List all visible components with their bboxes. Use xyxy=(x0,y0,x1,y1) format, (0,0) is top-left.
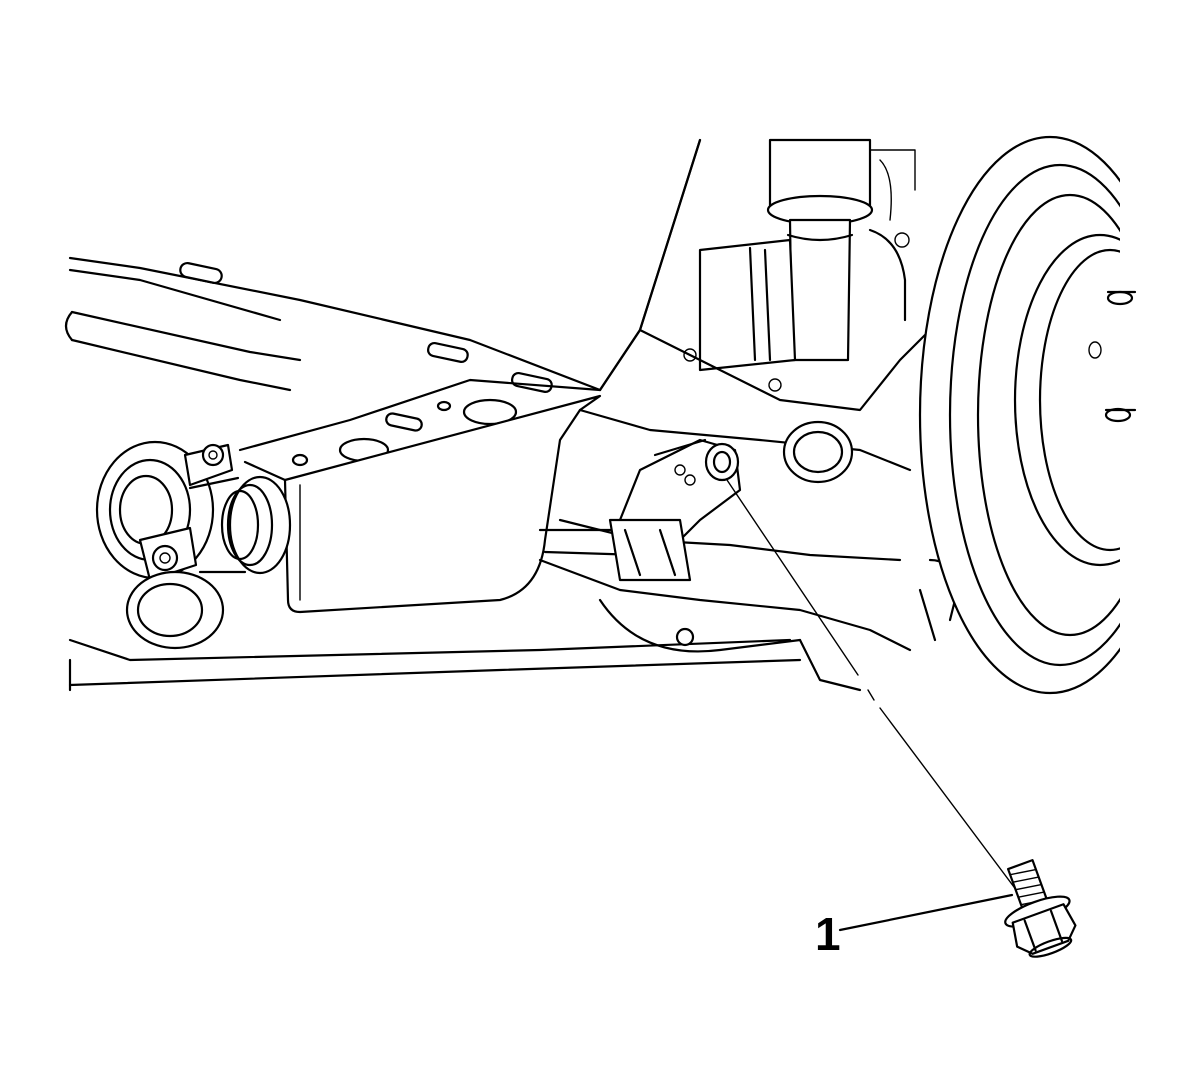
link-bushing xyxy=(95,440,292,650)
trailing-arm xyxy=(538,138,962,692)
callout-1-label: 1 xyxy=(815,908,841,960)
bolt-icon xyxy=(1004,859,1077,958)
callout-1: 1 xyxy=(815,893,1014,960)
bolt-leader-line xyxy=(726,479,1021,896)
brake-rotor-icon xyxy=(918,130,1200,695)
heat-shield xyxy=(238,378,602,614)
crossmember xyxy=(64,138,802,692)
shock-absorber xyxy=(683,138,916,392)
